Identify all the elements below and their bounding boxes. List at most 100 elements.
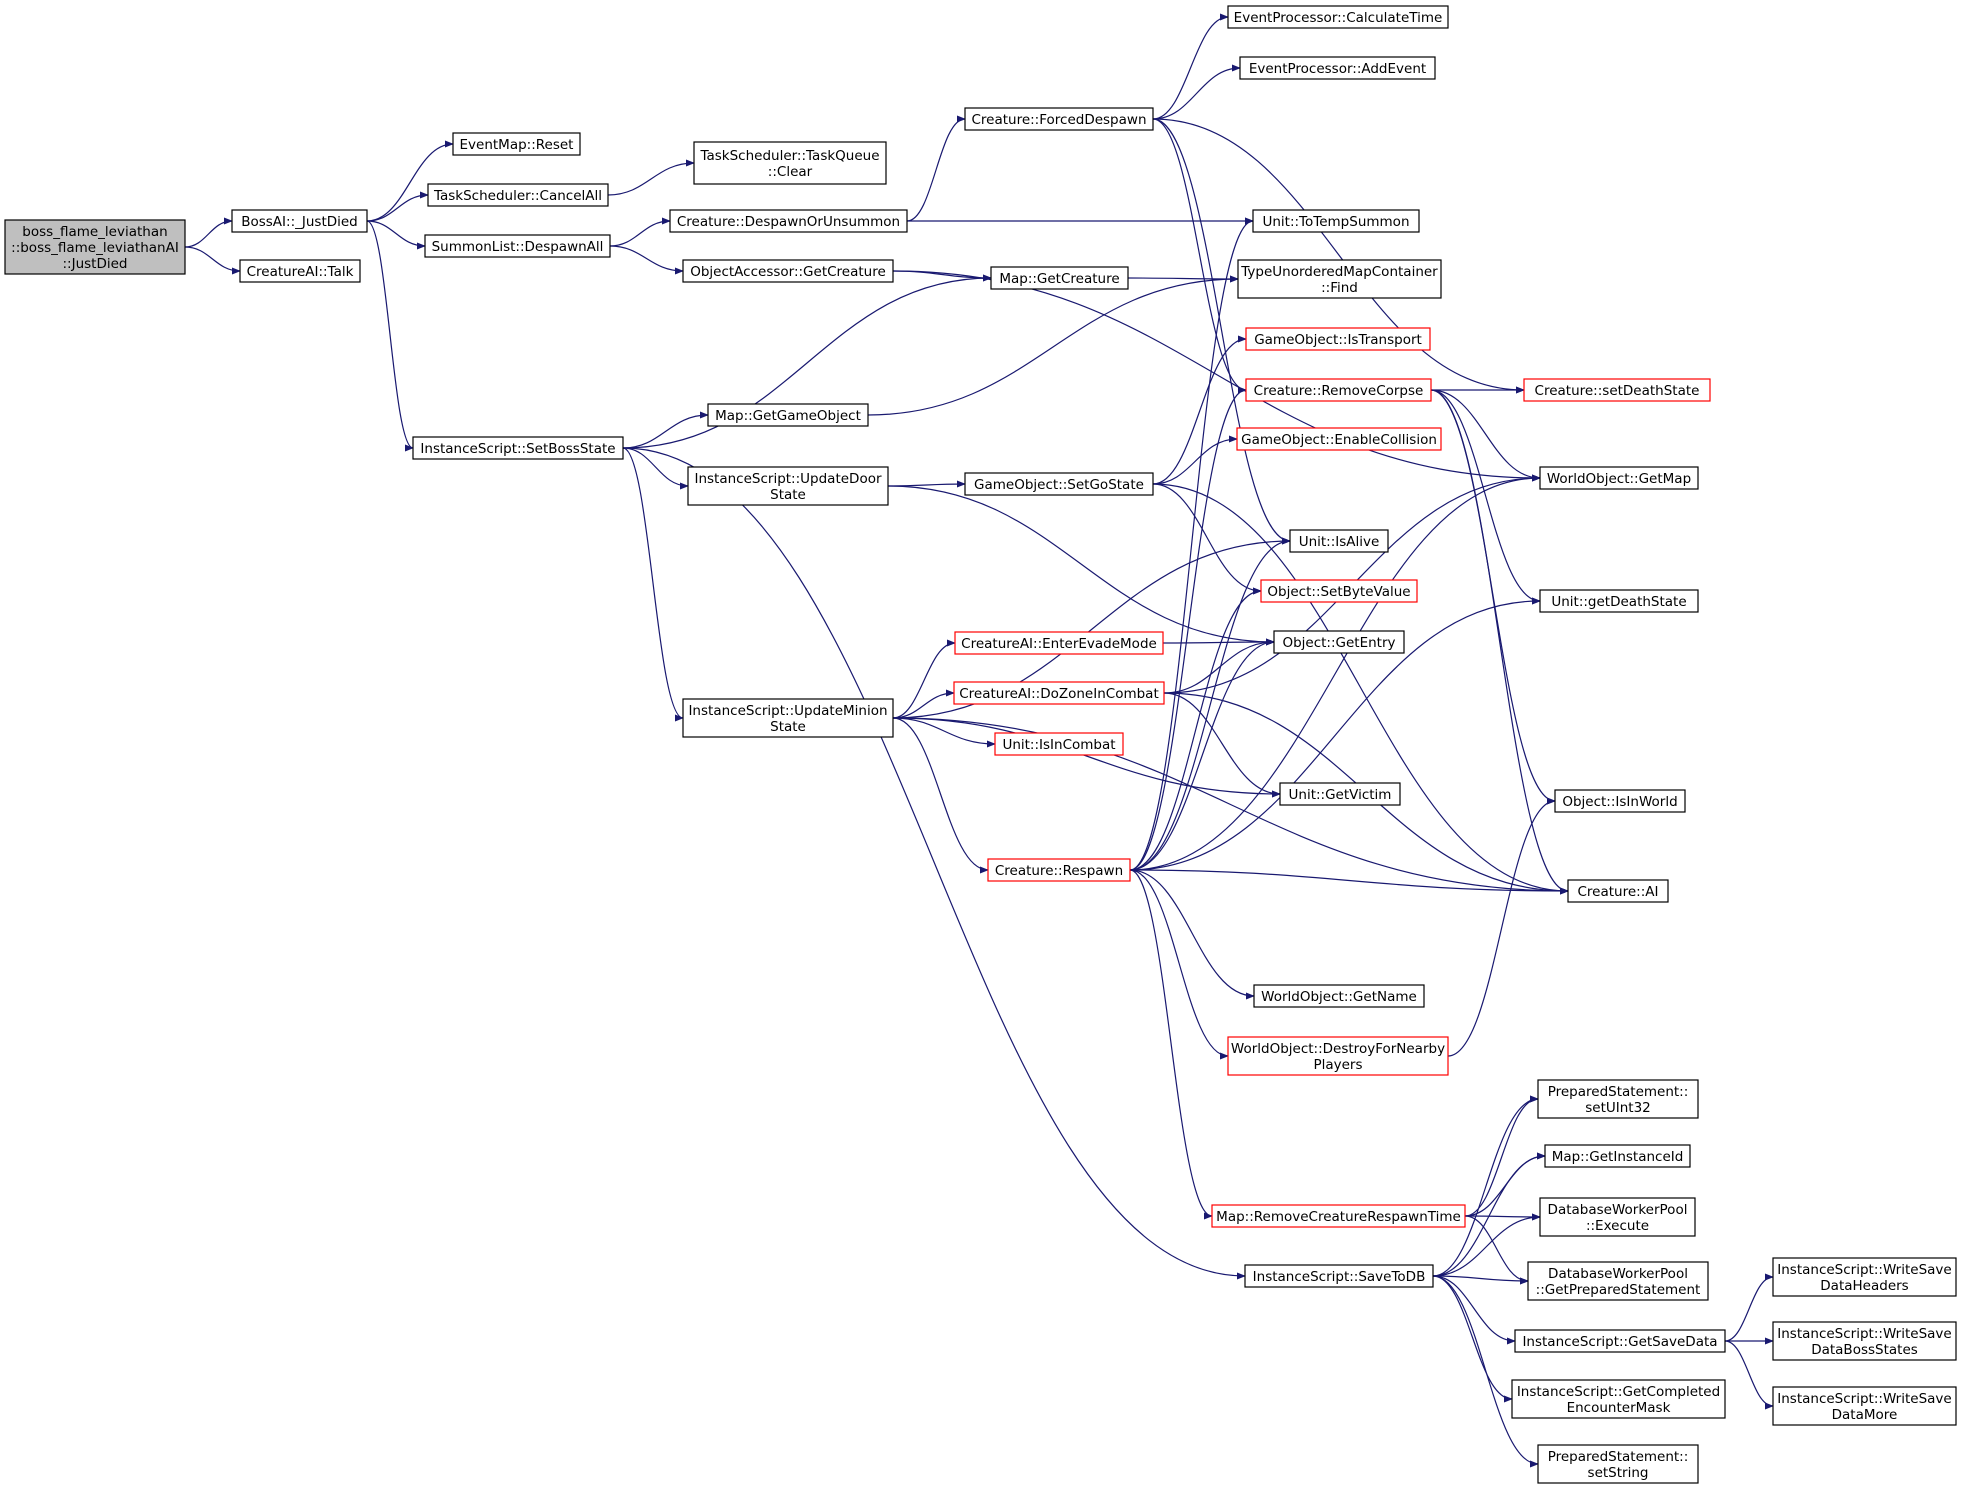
node-creature_forceddespawn[interactable]: Creature::ForcedDespawn — [964, 107, 1154, 131]
node-box — [1236, 427, 1442, 451]
node-bossai_justdied[interactable]: BossAI::_JustDied — [231, 209, 368, 233]
node-label: Map::GetGameObject — [715, 408, 861, 424]
node-creature_ai[interactable]: Creature::AI — [1567, 879, 1669, 903]
edge-bossai_justdied-to-taskscheduler_cancelall — [366, 191, 429, 222]
node-creature_removecorpse[interactable]: Creature::RemoveCorpse — [1245, 378, 1432, 402]
edge-creature_forceddespawn-to-unit_isalive — [1152, 118, 1291, 545]
node-label: SummonList::DespawnAll — [432, 239, 604, 255]
edge-instancescript_updateminionstate-to-creatureai_dozoneincombat — [892, 689, 955, 719]
node-label: Object::GetEntry — [1282, 635, 1395, 651]
node-label: DatabaseWorkerPool — [1548, 1266, 1688, 1282]
edge-instancescript_savetodb-to-preparedstatement_setuint32 — [1432, 1095, 1539, 1277]
node-label: CreatureAI::DoZoneInCombat — [959, 686, 1159, 702]
edge-creature_respawn-to-object_getentry — [1129, 638, 1275, 871]
edge-creature_removecorpse-to-creature_ai — [1430, 389, 1569, 895]
node-instancescript_setbossstate[interactable]: InstanceScript::SetBossState — [412, 436, 624, 460]
node-map_getcreature[interactable]: Map::GetCreature — [990, 266, 1129, 290]
node-label: InstanceScript::SaveToDB — [1253, 1269, 1426, 1285]
node-box — [1514, 1329, 1726, 1353]
node-label: GameObject::SetGoState — [974, 477, 1144, 493]
node-box — [1227, 5, 1449, 29]
node-instancescript_getcompletedencountermask[interactable]: InstanceScript::GetCompletedEncounterMas… — [1511, 1379, 1726, 1419]
node-label: TaskScheduler::CancelAll — [433, 188, 602, 204]
edge-instancescript_updateminionstate-to-creature_respawn — [892, 717, 989, 874]
node-worldobject_getmap[interactable]: WorldObject::GetMap — [1539, 466, 1699, 490]
node-label: WorldObject::DestroyForNearby — [1231, 1041, 1445, 1057]
node-map_removecreaturerespawntime[interactable]: Map::RemoveCreatureRespawnTime — [1211, 1204, 1466, 1228]
node-box — [1260, 579, 1418, 603]
node-label: EventProcessor::CalculateTime — [1234, 10, 1443, 26]
node-object_getentry[interactable]: Object::GetEntry — [1273, 630, 1405, 654]
node-instancescript_getsavedata[interactable]: InstanceScript::GetSaveData — [1514, 1329, 1726, 1353]
node-root[interactable]: boss_flame_leviathan::boss_flame_leviath… — [4, 219, 186, 275]
edge-taskscheduler_cancelall-to-taskqueue_clear — [607, 159, 695, 196]
node-eventprocessor_calculatetime[interactable]: EventProcessor::CalculateTime — [1227, 5, 1449, 29]
node-box — [682, 259, 894, 283]
edge-root-to-creatureai_talk — [184, 246, 241, 275]
node-worldobject_getname[interactable]: WorldObject::GetName — [1253, 984, 1425, 1008]
edge-creature_respawn-to-worldobject_getname — [1129, 869, 1255, 1000]
edge-instancescript_getsavedata-to-instancescript_writesavedatamore — [1724, 1340, 1774, 1410]
node-creatureai_enterevademode[interactable]: CreatureAI::EnterEvadeMode — [954, 631, 1164, 655]
node-label: GameObject::IsTransport — [1254, 332, 1422, 348]
edge-instancescript_updateminionstate-to-unit_isincombat — [892, 717, 996, 748]
node-label: EventMap::Reset — [460, 137, 574, 153]
node-objectaccessor_getcreature[interactable]: ObjectAccessor::GetCreature — [682, 259, 894, 283]
node-map_getinstanceid[interactable]: Map::GetInstanceId — [1544, 1144, 1691, 1168]
node-gameobject_istransport[interactable]: GameObject::IsTransport — [1245, 327, 1431, 351]
node-object_isinworld[interactable]: Object::IsInWorld — [1554, 789, 1686, 813]
edge-creature_respawn-to-worldobject_destroyfornearbyplayers — [1129, 869, 1229, 1060]
node-summonlist_despawnall[interactable]: SummonList::DespawnAll — [424, 234, 611, 258]
node-gameobject_setgostate[interactable]: GameObject::SetGoState — [964, 472, 1154, 496]
node-typeunorderedmapcontainer_find[interactable]: TypeUnorderedMapContainer::Find — [1237, 259, 1442, 299]
node-creature_despawnorunsummon[interactable]: Creature::DespawnOrUnsummon — [669, 209, 908, 233]
node-preparedstatement_setuint32[interactable]: PreparedStatement::setUInt32 — [1537, 1079, 1699, 1119]
node-databaseworkerpool_getpreparedstatement[interactable]: DatabaseWorkerPool::GetPreparedStatement — [1527, 1261, 1709, 1301]
node-creature_respawn[interactable]: Creature::Respawn — [987, 858, 1131, 882]
edge-creature_respawn-to-unit_getdeathstate — [1129, 597, 1541, 871]
node-box — [687, 466, 889, 506]
node-unit_isincombat[interactable]: Unit::IsInCombat — [994, 732, 1124, 756]
node-label: ObjectAccessor::GetCreature — [690, 264, 886, 280]
node-box — [1273, 630, 1405, 654]
edge-creatureai_dozoneincombat-to-unit_getvictim — [1163, 692, 1281, 798]
node-unit_isalive[interactable]: Unit::IsAlive — [1289, 529, 1389, 553]
edge-map_getcreature-to-typeunorderedmapcontainer_find — [1127, 275, 1239, 283]
node-creatureai_talk[interactable]: CreatureAI::Talk — [239, 259, 361, 283]
edge-bossai_justdied-to-eventmap_reset — [366, 140, 454, 222]
edge-map_removecreaturerespawntime-to-databaseworkerpool_execute — [1464, 1213, 1541, 1221]
node-box — [452, 132, 581, 156]
node-unit_totempsummon[interactable]: Unit::ToTempSummon — [1252, 209, 1420, 233]
node-eventmap_reset[interactable]: EventMap::Reset — [452, 132, 581, 156]
node-gameobject_enablecollision[interactable]: GameObject::EnableCollision — [1236, 427, 1442, 451]
node-taskqueue_clear[interactable]: TaskScheduler::TaskQueue::Clear — [693, 141, 887, 185]
node-map_getgameobject[interactable]: Map::GetGameObject — [707, 403, 869, 427]
edge-creature_respawn-to-creature_removecorpse — [1129, 386, 1247, 871]
node-creatureai_dozoneincombat[interactable]: CreatureAI::DoZoneInCombat — [953, 681, 1165, 705]
node-label: Creature::Respawn — [995, 863, 1123, 879]
node-label: ::boss_flame_leviathanAI — [11, 240, 179, 256]
node-label: EncounterMask — [1567, 1400, 1671, 1416]
node-label: InstanceScript::WriteSave — [1777, 1326, 1951, 1342]
node-label: Unit::IsAlive — [1299, 534, 1380, 550]
node-unit_getvictim[interactable]: Unit::GetVictim — [1279, 782, 1401, 806]
node-eventprocessor_addevent[interactable]: EventProcessor::AddEvent — [1239, 56, 1436, 80]
node-label: Creature::ForcedDespawn — [971, 112, 1146, 128]
edge-creature_forceddespawn-to-eventprocessor_calculatetime — [1152, 13, 1229, 120]
node-unit_getdeathstate[interactable]: Unit::getDeathState — [1539, 589, 1699, 613]
node-taskscheduler_cancelall[interactable]: TaskScheduler::CancelAll — [427, 183, 609, 207]
edge-creature_respawn-to-unit_totempsummon — [1129, 217, 1254, 871]
node-databaseworkerpool_execute[interactable]: DatabaseWorkerPool::Execute — [1539, 1197, 1696, 1237]
node-instancescript_savetodb[interactable]: InstanceScript::SaveToDB — [1244, 1264, 1434, 1288]
node-label: CreatureAI::EnterEvadeMode — [961, 636, 1157, 652]
node-object_setbytevalue[interactable]: Object::SetByteValue — [1260, 579, 1418, 603]
node-creature_setdeathstate[interactable]: Creature::setDeathState — [1523, 378, 1711, 402]
node-preparedstatement_setstring[interactable]: PreparedStatement::setString — [1537, 1444, 1699, 1484]
node-box — [707, 403, 869, 427]
